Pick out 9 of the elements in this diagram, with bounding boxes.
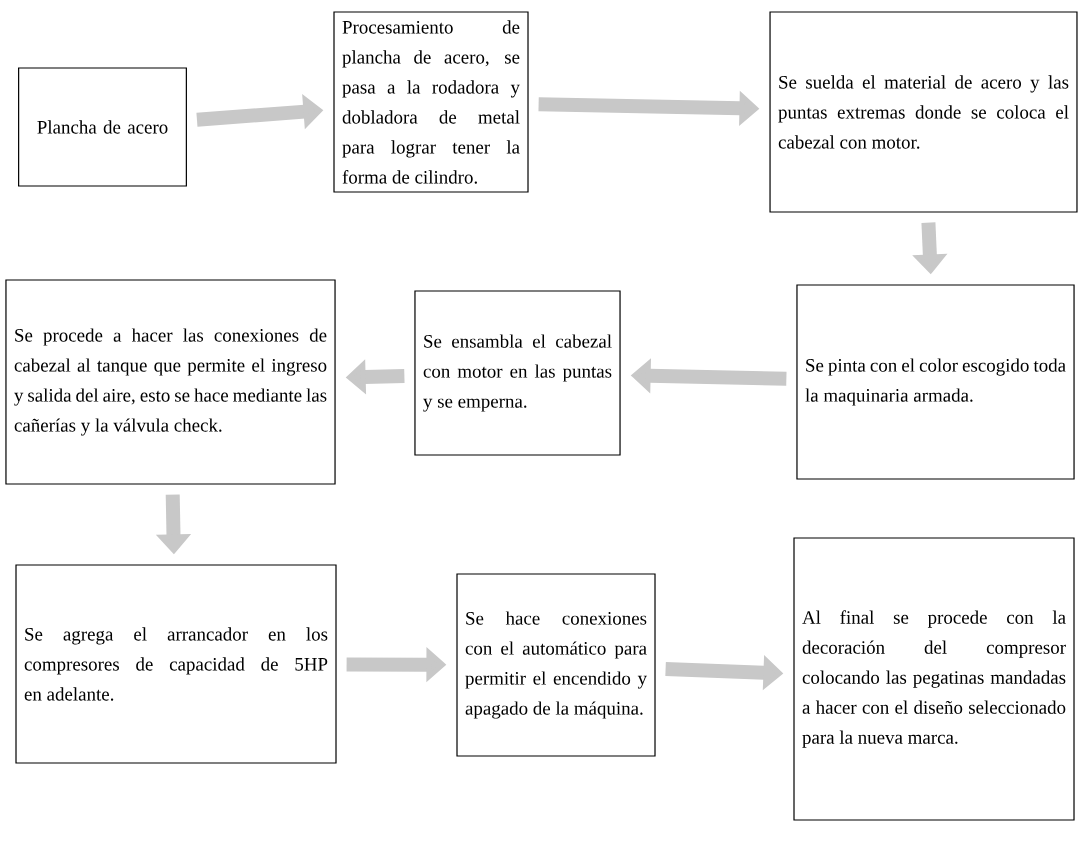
process-box: Se pinta con el color escogido toda la maquinaria armada. <box>796 284 1075 480</box>
process-box: Se suelda el material de acero y las puntas extremas donde se coloca el cabezal con motor. <box>769 11 1078 213</box>
process-box: Se procede a hacer las conexiones de cabezal al tanque que permite el ingreso y salida del aire, esto se hace mediante las cañerías y la válvula check. <box>5 279 336 485</box>
process-box: Se ensambla el cabezal con motor en las puntas y se emperna. <box>414 290 621 456</box>
process-box: Se hace conexiones con el automático para permitir el encendido y apagado de la máquina. <box>456 573 656 757</box>
process-box: Plancha de acero <box>18 67 187 187</box>
process-box: Al final se procede con la decoración del compresor colocando las pegatinas mandadas a hacer con el diseño seleccionado para la nueva marca. <box>793 537 1075 821</box>
process-box: Procesamiento de plancha de acero, se pasa a la rodadora y dobladora de metal para lograr tener la forma de cilindro. <box>333 11 529 193</box>
process-box: Se agrega el arrancador en los compresores de capacidad de 5HP en adelante. <box>15 564 337 764</box>
